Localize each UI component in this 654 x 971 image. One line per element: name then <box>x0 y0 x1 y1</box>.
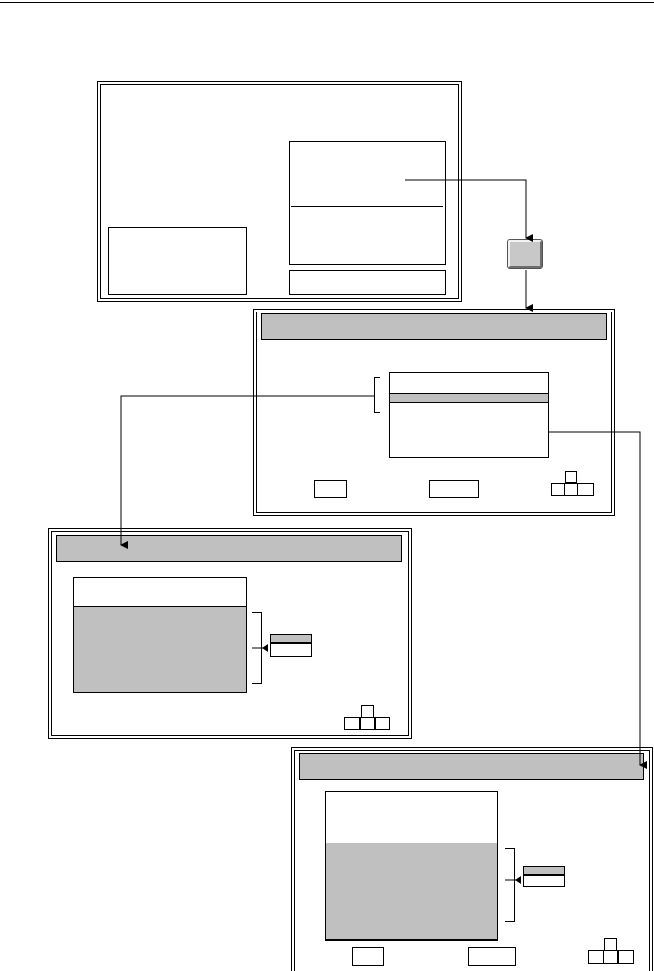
top-status-field <box>289 270 446 295</box>
top-list-panel <box>289 141 446 265</box>
dialog-bottom-right-list[interactable] <box>325 843 498 940</box>
dialog-main-selected-row[interactable] <box>390 393 548 403</box>
top-screen-window <box>97 81 462 302</box>
dialog-bottom-right-arrow-down-key[interactable] <box>603 950 618 964</box>
dialog-bottom-right-titlebar <box>299 753 644 780</box>
dialog-left-titlebar <box>56 535 402 562</box>
top-list-divider <box>291 206 443 207</box>
dialog-bottom-right-bracket <box>505 848 515 922</box>
dialog-left-list[interactable] <box>73 606 247 693</box>
dialog-left-combo-top[interactable] <box>270 634 312 643</box>
dialog-bottom-right-combo-top[interactable] <box>523 866 565 875</box>
dialog-left-arrow-down-key[interactable] <box>360 717 375 730</box>
dialog-main-listbox[interactable] <box>389 372 549 458</box>
dialog-left-arrow-left-key[interactable] <box>344 717 360 730</box>
dialog-left-outer <box>48 528 412 739</box>
dialog-bottom-right-list-bottom-rule <box>325 940 498 941</box>
action-button[interactable] <box>508 240 542 268</box>
dialog-main-outer <box>253 309 615 516</box>
dialog-bottom-right-arrow-right-key[interactable] <box>618 950 634 964</box>
dialog-main-bracket <box>374 377 380 413</box>
dialog-left-arrow-right-key[interactable] <box>375 717 390 730</box>
dialog-main-cancel-button[interactable] <box>429 480 479 498</box>
dialog-main-ok-button[interactable] <box>314 480 347 498</box>
connector-list-to-button <box>405 179 533 242</box>
dialog-bottom-right-ok-button[interactable] <box>352 947 384 966</box>
dialog-bottom-right-outer <box>291 747 653 971</box>
top-left-panel <box>108 227 247 295</box>
connector-main-to-left <box>120 395 374 549</box>
dialog-bottom-right-cancel-button[interactable] <box>468 947 516 966</box>
connector-main-to-bottom-right <box>549 431 647 769</box>
dialog-left-combo-bottom[interactable] <box>270 643 312 657</box>
dialog-main-arrow-right-key[interactable] <box>577 483 594 496</box>
page-top-rule <box>0 2 654 3</box>
dialog-main-titlebar <box>261 313 607 340</box>
dialog-bottom-right-input[interactable] <box>325 791 498 844</box>
dialog-main-arrow-up-key[interactable] <box>565 471 577 483</box>
dialog-bottom-right-combo-bottom[interactable] <box>523 875 565 887</box>
